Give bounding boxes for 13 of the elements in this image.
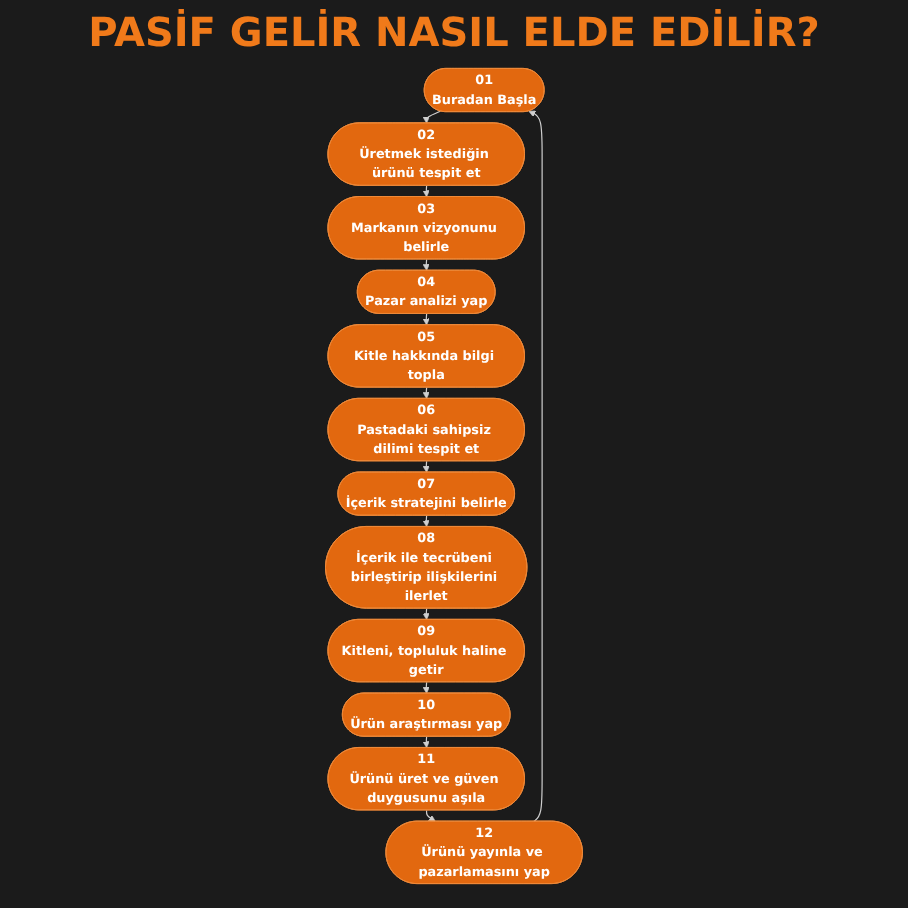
arrow (422, 736, 430, 749)
arrow (422, 185, 430, 198)
arrow (422, 460, 430, 473)
arrow (425, 809, 436, 822)
arrow (422, 515, 430, 528)
title: PASİF GELİR NASIL ELDE EDİLİR? (86, 6, 822, 60)
arrow (422, 681, 430, 694)
arrow (422, 607, 430, 621)
arrow (422, 313, 430, 326)
arrow (422, 110, 441, 124)
arrow (528, 110, 543, 823)
arrow (422, 258, 430, 271)
arrow (422, 386, 430, 400)
